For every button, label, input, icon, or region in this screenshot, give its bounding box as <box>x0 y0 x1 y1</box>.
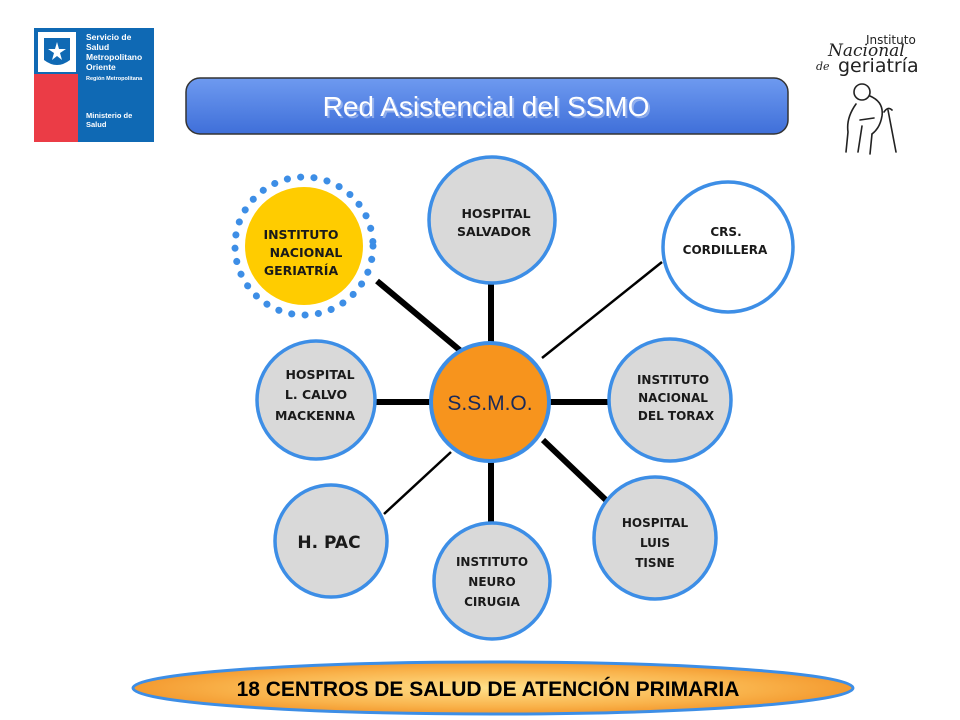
gov-logo-region: Región Metropolitana <box>86 76 143 82</box>
gov-logo-line-3: Metropolitano <box>86 52 142 62</box>
node-ing-circle <box>245 187 363 305</box>
node-torax-line-1: INSTITUTO <box>637 373 709 387</box>
node-torax-circle <box>607 337 733 463</box>
center-hub-circle <box>429 341 551 463</box>
node-calvo-line-2: L. CALVO <box>285 387 347 402</box>
node-torax: INSTITUTO NACIONAL DEL TORAX <box>607 337 733 463</box>
node-calvo-line-3: MACKENNA <box>275 408 355 423</box>
gov-logo-line-2: Salud <box>86 42 109 52</box>
node-ing-dotted-ring <box>231 173 377 319</box>
node-neuro-line-1: INSTITUTO <box>456 555 528 569</box>
center-hub-label: S.S.M.O. <box>447 392 532 415</box>
node-tisne: HOSPITAL LUIS TISNE <box>592 475 718 601</box>
ing-logo-instituto: Instituto <box>866 33 916 47</box>
node-crs-line-2: CORDILLERA <box>683 243 768 257</box>
node-hpac-circle <box>273 483 389 599</box>
connector-crs <box>541 261 663 359</box>
node-salvador-line-1: HOSPITAL <box>461 206 530 221</box>
node-ing: INSTITUTO NACIONAL GERIATRÍA <box>231 173 377 319</box>
connector-tisne <box>540 437 611 505</box>
node-ing-line-3: GERIATRÍA <box>264 263 339 278</box>
gov-logo-red-block <box>34 74 78 142</box>
banner-text: 18 CENTROS DE SALUD DE ATENCIÓN PRIMARIA <box>237 677 740 701</box>
node-tisne-line-3: TISNE <box>635 556 675 570</box>
node-tisne-line-1: HOSPITAL <box>622 516 689 530</box>
node-calvo: HOSPITAL L. CALVO MACKENNA <box>255 339 377 461</box>
node-calvo-line-1: HOSPITAL <box>285 367 354 382</box>
node-salvador-line-2: SALVADOR <box>457 224 531 239</box>
node-tisne-circle <box>592 475 718 601</box>
node-ing-line-2: NACIONAL <box>270 245 343 260</box>
node-neuro-circle <box>432 521 552 641</box>
connectors <box>375 261 663 523</box>
gov-logo-ministry-1: Ministerio de <box>86 111 132 120</box>
ing-logo-de: de <box>816 60 830 73</box>
star-icon <box>48 42 66 60</box>
gov-logo-line-1: Servicio de <box>86 32 132 42</box>
connector-ing <box>375 278 464 355</box>
gov-logo-ministry-2: Salud <box>86 120 107 129</box>
node-ing-line-1: INSTITUTO <box>263 227 338 242</box>
node-salvador-circle <box>427 155 557 285</box>
title-shadow: Red Asistencial del SSMO <box>325 93 652 124</box>
node-neuro-line-2: NEURO <box>468 575 515 589</box>
elderly-person-icon <box>845 83 897 155</box>
outer-nodes: INSTITUTO NACIONAL GERIATRÍA HOSPITAL SA… <box>231 155 795 641</box>
node-calvo-circle <box>255 339 377 461</box>
banner-ellipse <box>131 660 855 716</box>
ing-logo-nacional: Nacional <box>827 41 905 61</box>
node-torax-line-2: NACIONAL <box>638 391 708 405</box>
node-neuro-line-3: CIRUGIA <box>464 595 521 609</box>
node-hpac: H. PAC <box>273 483 389 599</box>
gov-logo: Servicio de Salud Metropolitano Oriente … <box>34 28 154 142</box>
node-tisne-line-2: LUIS <box>640 536 670 550</box>
ing-logo-geriatria: geriatría <box>838 55 919 77</box>
connector-hpac <box>383 451 452 515</box>
center-hub: S.S.M.O. <box>429 341 551 463</box>
bottom-banner: 18 CENTROS DE SALUD DE ATENCIÓN PRIMARIA <box>131 660 855 716</box>
node-crs-line-1: CRS. <box>710 225 741 239</box>
node-neuro: INSTITUTO NEURO CIRUGIA <box>432 521 552 641</box>
node-crs: CRS. CORDILLERA <box>661 180 795 314</box>
title-bar: Red Asistencial del SSMO Red Asistencial… <box>185 77 789 135</box>
node-salvador: HOSPITAL SALVADOR <box>427 155 557 285</box>
page-title: Red Asistencial del SSMO <box>323 91 650 122</box>
node-torax-line-3: DEL TORAX <box>638 409 715 423</box>
gov-logo-line-4: Oriente <box>86 62 116 72</box>
ing-logo: Instituto Nacional de geriatría <box>816 33 919 155</box>
node-hpac-line-1: H. PAC <box>297 533 360 553</box>
node-crs-circle <box>661 180 795 314</box>
title-box <box>185 77 789 135</box>
